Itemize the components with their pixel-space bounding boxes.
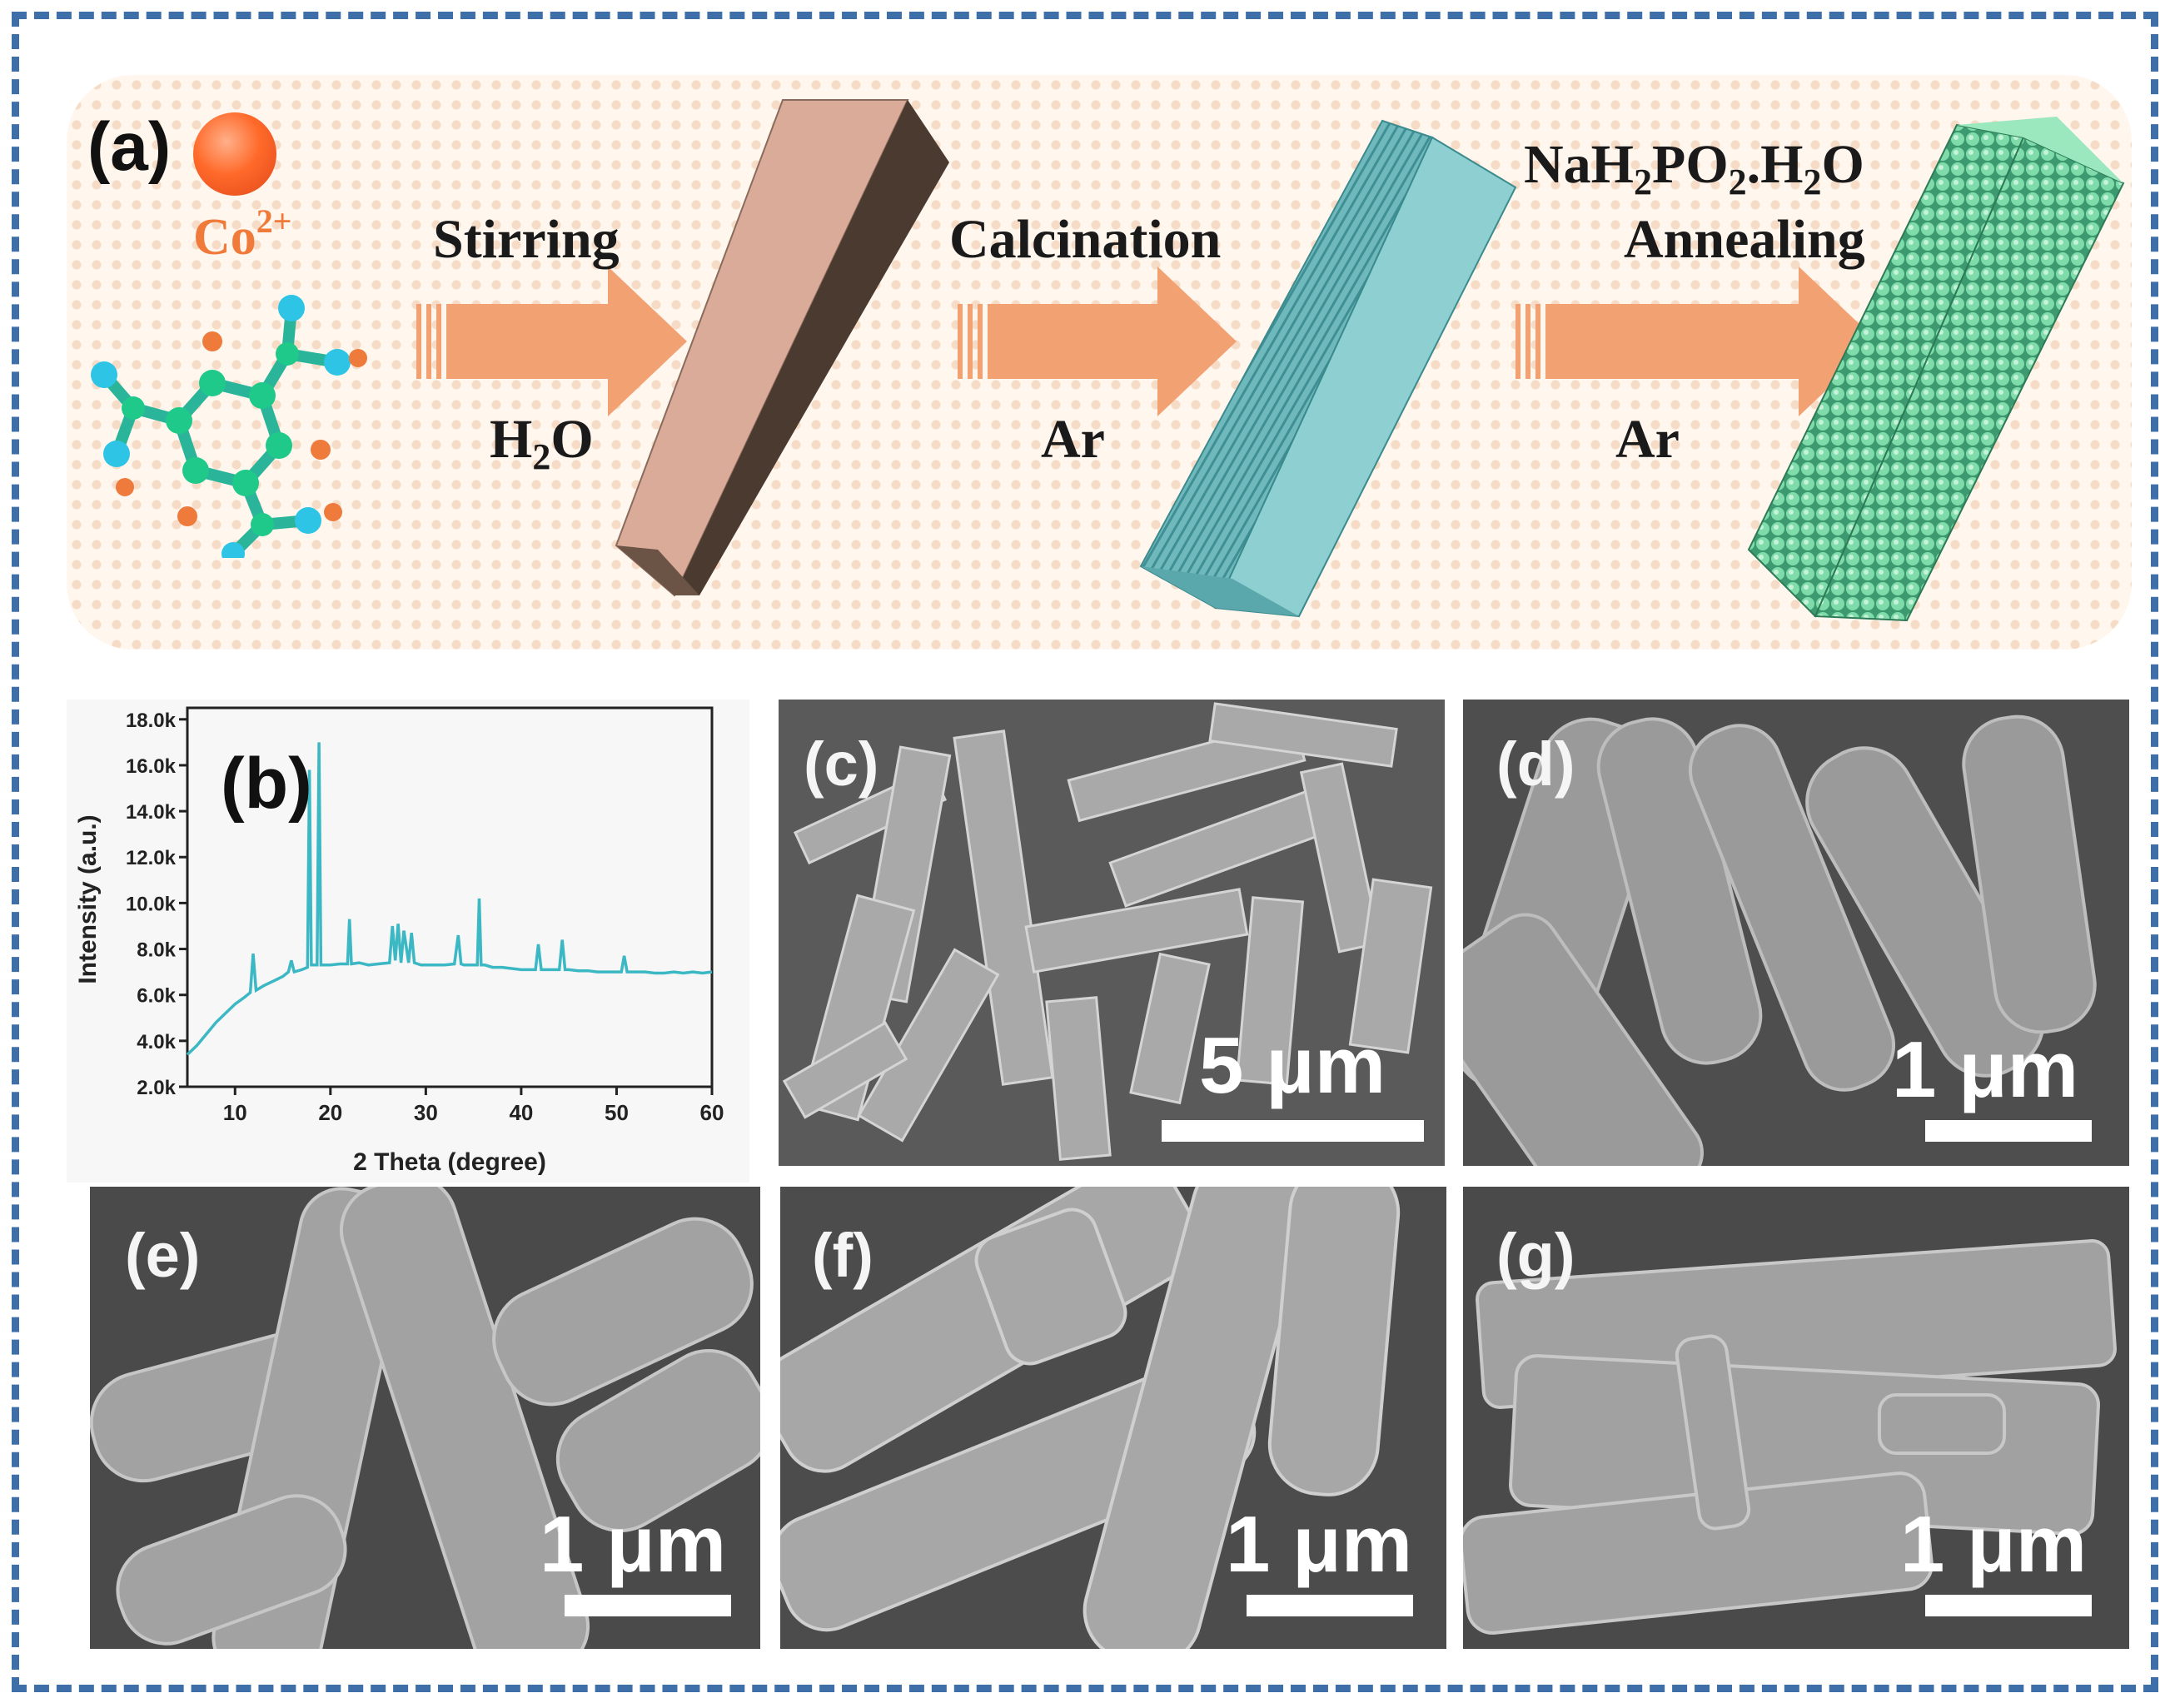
panel-g-sem-image: (g) 1 μm bbox=[1463, 1187, 2129, 1649]
sem-rods-texture-f bbox=[780, 1187, 1446, 1649]
xrd-x-tick-label: 50 bbox=[605, 1100, 629, 1125]
step3-bottom-label: Ar bbox=[1615, 409, 1680, 470]
panel-b-xrd-plot: 10 20 30 40 50 60 2.0k 4.0k 6.0k 8.0k 10.0k 12.0k 14… bbox=[67, 700, 749, 1183]
panel-a-label: (a) bbox=[87, 109, 172, 185]
panel-g-scale-bar bbox=[1925, 1595, 2092, 1616]
step1-top-label: Stirring bbox=[433, 209, 620, 270]
panel-d-label: (d) bbox=[1496, 730, 1575, 799]
panel-f-scale-label: 1 μm bbox=[1226, 1500, 1413, 1589]
panel-f-sem-image: (f) 1 μm bbox=[780, 1187, 1446, 1649]
panel-c-scale-bar bbox=[1162, 1120, 1424, 1142]
panel-g-label: (g) bbox=[1496, 1221, 1575, 1290]
sem-rods-texture-c bbox=[779, 700, 1445, 1166]
xrd-y-tick-label: 16.0k bbox=[126, 755, 177, 778]
cobalt-ion-label: Co2+ bbox=[193, 202, 292, 266]
xrd-y-tick-label: 8.0k bbox=[137, 939, 176, 962]
panel-c-sem-image: (c) 5 μm bbox=[779, 700, 1445, 1166]
xrd-y-tick-label: 4.0k bbox=[137, 1031, 176, 1053]
xrd-y-tick-label: 6.0k bbox=[137, 985, 176, 1008]
step3-middle-label: Annealing bbox=[1624, 209, 1865, 270]
xrd-chart-svg: 10 20 30 40 50 60 2.0k 4.0k 6.0k 8.0k 10.0k 12.0k 14… bbox=[74, 706, 724, 1176]
sem-rods-texture-e bbox=[90, 1187, 760, 1649]
cobalt-ion-sphere bbox=[193, 112, 276, 196]
panel-c-scale-label: 5 μm bbox=[1199, 1021, 1386, 1110]
panel-e-sem-image: (e) 1 μm bbox=[90, 1187, 760, 1649]
panel-d-sem-image: (d) 1 μm bbox=[1463, 700, 2129, 1166]
sem-rods-texture-d bbox=[1463, 700, 2129, 1166]
figure-frame bbox=[12, 12, 2158, 1692]
panel-e-label: (e) bbox=[125, 1221, 201, 1290]
xrd-x-axis-title: 2 Theta (degree) bbox=[353, 1148, 546, 1176]
xrd-series-line bbox=[186, 742, 713, 1056]
step2-top-label: Calcination bbox=[949, 209, 1222, 270]
step2-bottom-label: Ar bbox=[1041, 409, 1105, 470]
xrd-axes-frame bbox=[186, 706, 714, 1088]
phosphide-rod bbox=[1747, 117, 2125, 622]
step3-top-label: NaH2PO2.H2O bbox=[1524, 134, 1864, 202]
panel-g-scale-label: 1 μm bbox=[1900, 1500, 2088, 1589]
panel-e-scale-label: 1 μm bbox=[540, 1500, 727, 1589]
xrd-y-axis-title: Intensity (a.u.) bbox=[74, 814, 102, 983]
panel-f-label: (f) bbox=[812, 1221, 873, 1290]
xrd-x-tick-label: 10 bbox=[223, 1100, 247, 1125]
xrd-y-tick-label: 14.0k bbox=[126, 801, 177, 824]
xrd-x-tick-label: 30 bbox=[414, 1100, 438, 1125]
process-arrow-3 bbox=[1516, 266, 1878, 416]
panel-e-scale-bar bbox=[565, 1595, 731, 1616]
calcined-rod bbox=[1139, 119, 1517, 618]
panel-d-scale-bar bbox=[1925, 1120, 2092, 1142]
panel-d-scale-label: 1 μm bbox=[1892, 1025, 2079, 1114]
xrd-y-tick-label: 12.0k bbox=[126, 847, 177, 869]
step1-bottom-label: H2O bbox=[490, 409, 594, 477]
xrd-y-tick-label: 2.0k bbox=[137, 1077, 176, 1099]
sem-rods-texture-g bbox=[1463, 1187, 2129, 1649]
process-arrow-1 bbox=[416, 266, 687, 416]
xrd-y-tick-label: 18.0k bbox=[126, 710, 177, 732]
panel-b-label: (b) bbox=[221, 744, 312, 824]
xrd-y-tick-label: 10.0k bbox=[126, 893, 177, 915]
process-arrow-2 bbox=[958, 266, 1237, 416]
ligand-molecule-icon bbox=[91, 295, 367, 558]
xrd-x-tick-label: 40 bbox=[509, 1100, 533, 1125]
mof-precursor-rod bbox=[615, 99, 949, 597]
panel-c-label: (c) bbox=[804, 730, 879, 799]
xrd-x-tick-label: 20 bbox=[318, 1100, 342, 1125]
panel-f-scale-bar bbox=[1247, 1595, 1413, 1616]
xrd-x-tick-label: 60 bbox=[700, 1100, 724, 1125]
